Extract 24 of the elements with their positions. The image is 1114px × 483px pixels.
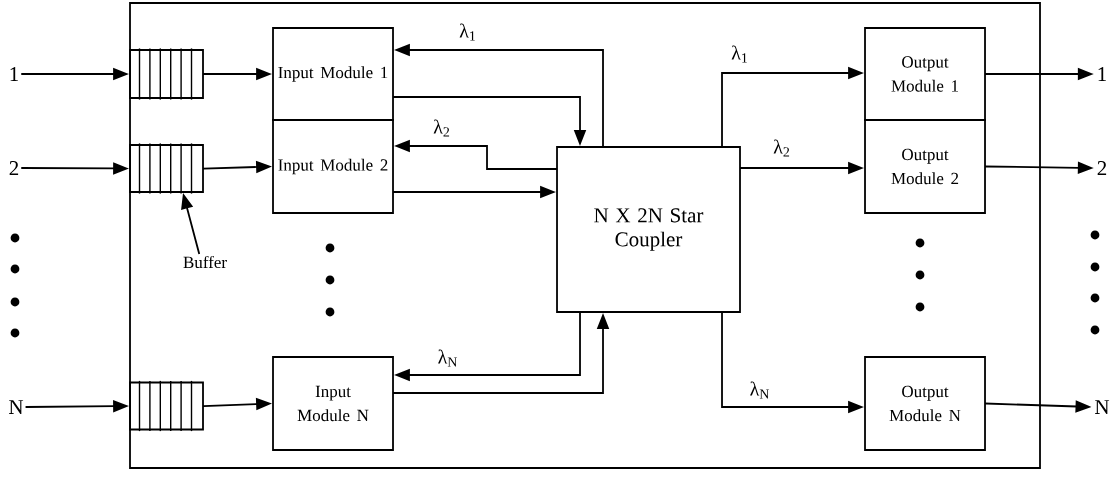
port-number: 2	[1097, 161, 1107, 175]
edge-label: λ$_{2}$	[771, 137, 793, 159]
port-number: 1	[1098, 67, 1106, 81]
module-box: Input Module 2	[272, 119, 394, 214]
port-number: N	[1095, 400, 1110, 414]
module-box: Output Module 1	[864, 27, 986, 121]
callout-text: Buffer	[183, 255, 227, 269]
module-box: Output Module 2	[864, 119, 986, 214]
edge-label: λ$_{N}$	[747, 379, 773, 401]
frame-box	[129, 2, 1041, 469]
edge-label: λ$_{N}$	[435, 347, 461, 369]
module-box: Output Module N	[864, 356, 986, 451]
port-number: 1	[10, 67, 18, 81]
buffer-drawing	[129, 143, 204, 194]
port-number: 2	[9, 161, 19, 175]
edge-label: λ$_{2}$	[431, 117, 453, 139]
buffer-drawing	[129, 380, 204, 432]
module-box: Input Module N	[272, 356, 394, 451]
coupler-box: N X 2N Star Coupler	[556, 146, 741, 313]
edge-label: λ$_{1}$	[729, 43, 751, 65]
module-box: Input Module 1	[272, 27, 394, 121]
edge-label: λ$_{1}$	[457, 21, 479, 43]
buffer-drawing	[129, 48, 204, 100]
port-number: N	[9, 400, 24, 414]
